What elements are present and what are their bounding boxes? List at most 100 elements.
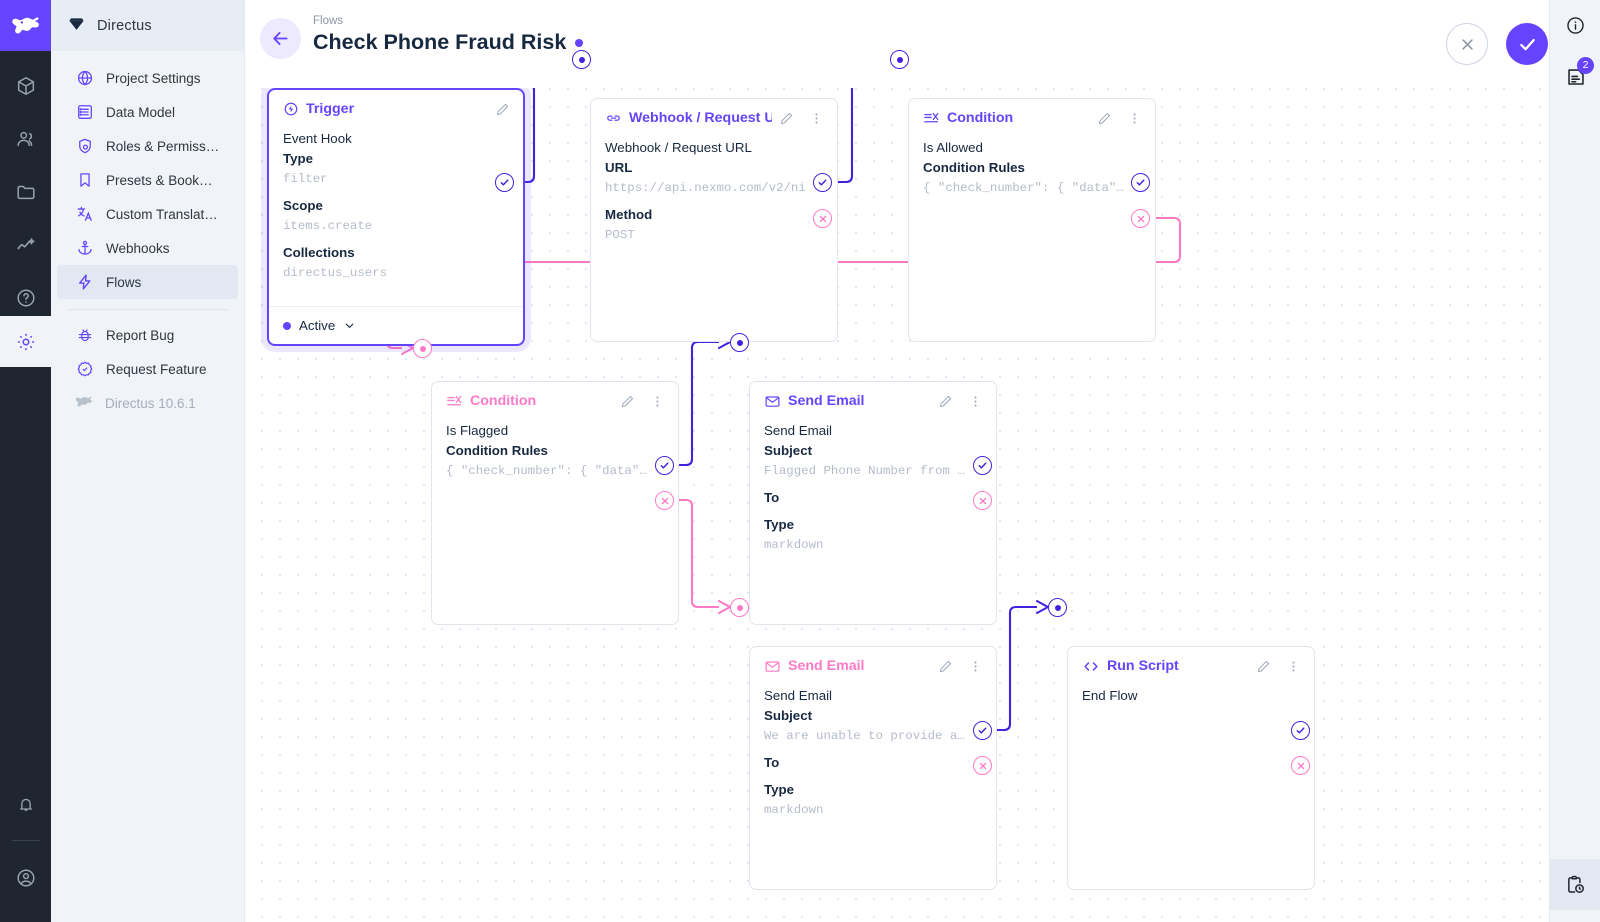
flow-node-run-script[interactable]: Run Script End Flow (1067, 646, 1315, 890)
edit-pencil-icon[interactable] (938, 394, 953, 409)
more-options-icon[interactable] (968, 394, 983, 409)
reject-port-email-flagged[interactable] (973, 491, 992, 510)
back-button[interactable] (260, 18, 301, 59)
directus-rabbit-logo-icon[interactable] (0, 0, 51, 51)
field-value: items.create (283, 219, 373, 233)
flow-node-email-unable[interactable]: Send Email Send Email Subject We are una… (749, 646, 997, 890)
account-circle-icon[interactable] (0, 851, 51, 904)
more-options-icon[interactable] (968, 659, 983, 674)
rail-icon-list (0, 51, 51, 324)
field-value: { "check_number": { "data"… (923, 181, 1124, 195)
field-key: Method (605, 207, 653, 222)
input-port-run-script[interactable] (1048, 598, 1067, 617)
sidebar-item-presets-bookmarks[interactable]: Presets & Bookmar... (57, 163, 238, 197)
reject-port-cond-flagged[interactable] (655, 491, 674, 510)
edit-pencil-icon[interactable] (779, 111, 794, 126)
edit-pencil-icon[interactable] (938, 659, 953, 674)
flow-node-trigger[interactable]: Trigger Event Hook Type filter Scope ite… (267, 88, 525, 346)
sidebar-item-label: Custom Translations (106, 206, 220, 222)
sidebar-item-webhooks[interactable]: Webhooks (57, 231, 238, 265)
field-value: directus_users (283, 266, 388, 280)
sidebar-version: Directus 10.6.1 (57, 386, 238, 420)
flow-node-cond-flagged[interactable]: Condition Is Flagged Condition Rules { "… (431, 381, 679, 625)
flow-node-webhook[interactable]: Webhook / Request U Webhook / Request UR… (590, 98, 838, 342)
field-value: markdown (764, 803, 824, 817)
sidebar-item-data-model[interactable]: Data Model (57, 95, 238, 129)
sidebar-item-project-settings[interactable]: Project Settings (57, 61, 238, 95)
resolve-port-trigger[interactable] (495, 173, 514, 192)
sidebar-item-roles-permissions[interactable]: Roles & Permissions (57, 129, 238, 163)
sidebar-item-flows[interactable]: Flows (57, 265, 238, 299)
trigger-bolt-circle-icon (283, 101, 299, 117)
save-button[interactable] (1506, 23, 1548, 65)
field-key: Type (764, 782, 795, 797)
logs-icon[interactable]: 2 (1550, 51, 1600, 102)
reject-port-run-script[interactable] (1291, 756, 1310, 775)
edit-pencil-icon[interactable] (1256, 659, 1271, 674)
input-port-webhook[interactable] (572, 50, 591, 69)
resolve-port-cond-flagged[interactable] (655, 456, 674, 475)
node-body: End Flow (1068, 685, 1314, 716)
input-port-email-unable[interactable] (730, 598, 749, 617)
cube-icon[interactable] (0, 59, 51, 112)
breadcrumb[interactable]: Flows (313, 15, 344, 27)
more-options-icon[interactable] (650, 394, 665, 409)
input-port-cond-flagged[interactable] (413, 339, 432, 358)
status-badge: Active (299, 318, 336, 333)
translate-icon (75, 205, 94, 224)
node-body: Is Allowed Condition Rules { "check_numb… (909, 137, 1155, 208)
cancel-button[interactable] (1446, 23, 1488, 65)
module-rail (0, 0, 51, 922)
sidebar-brand[interactable]: Directus (51, 0, 244, 51)
people-icon[interactable] (0, 112, 51, 165)
reject-port-webhook[interactable] (813, 209, 832, 228)
sidebar-item-custom-translations[interactable]: Custom Translations (57, 197, 238, 231)
resolve-port-email-unable[interactable] (973, 721, 992, 740)
more-options-icon[interactable] (1286, 659, 1301, 674)
help-circle-icon[interactable] (0, 271, 51, 324)
field-value: We are unable to provide a… (764, 729, 965, 743)
flow-node-cond-allowed[interactable]: Condition Is Allowed Condition Rules { "… (908, 98, 1156, 342)
field-key: Subject (764, 708, 813, 723)
flow-canvas[interactable]: Trigger Event Hook Type filter Scope ite… (245, 0, 1600, 922)
node-body: Is Flagged Condition Rules { "check_numb… (432, 420, 678, 491)
node-body: Webhook / Request URL URL https://api.ne… (591, 137, 837, 255)
input-port-email-flagged[interactable] (730, 333, 749, 352)
gear-icon[interactable] (0, 316, 51, 367)
bell-icon[interactable] (0, 777, 51, 830)
edit-pencil-icon[interactable] (495, 102, 510, 117)
mail-icon (764, 393, 781, 410)
folder-icon[interactable] (0, 165, 51, 218)
insights-icon[interactable] (0, 218, 51, 271)
sidebar-item-request-feature[interactable]: Request Feature (57, 352, 238, 386)
edit-pencil-icon[interactable] (620, 394, 635, 409)
flow-node-email-flagged[interactable]: Send Email Send Email Subject Flagged Ph… (749, 381, 997, 625)
reject-port-cond-allowed[interactable] (1131, 209, 1150, 228)
input-port-cond-allowed[interactable] (890, 50, 909, 69)
node-header: Webhook / Request U (591, 99, 837, 137)
sidebar-item-report-bug[interactable]: Report Bug (57, 318, 238, 352)
edit-pencil-icon[interactable] (1097, 111, 1112, 126)
settings-sidebar: Directus Project Settings Data Model Rol… (51, 0, 245, 922)
more-options-icon[interactable] (809, 111, 824, 126)
code-brackets-icon (1082, 659, 1100, 674)
clipboard-clock-icon[interactable] (1550, 859, 1600, 910)
more-options-icon[interactable] (1127, 111, 1142, 126)
info-circle-icon[interactable] (1550, 0, 1600, 51)
trigger-status-select[interactable]: Active (269, 306, 523, 344)
resolve-port-webhook[interactable] (813, 173, 832, 192)
header-title-group: Flows Check Phone Fraud Risk (313, 14, 584, 56)
node-subtitle: Is Allowed (923, 140, 983, 155)
node-header: Send Email (750, 382, 996, 420)
rail-bottom-group (0, 777, 51, 922)
status-dot-icon (283, 321, 291, 330)
resolve-port-email-flagged[interactable] (973, 456, 992, 475)
sidebar-brand-label: Directus (97, 17, 152, 34)
resolve-port-cond-allowed[interactable] (1131, 173, 1150, 192)
field-key: To (764, 490, 780, 505)
reject-port-email-unable[interactable] (973, 756, 992, 775)
link-icon (605, 110, 622, 127)
node-subtitle: Send Email (764, 423, 832, 438)
sidebar-item-label: Presets & Bookmar... (106, 172, 220, 188)
resolve-port-run-script[interactable] (1291, 721, 1310, 740)
